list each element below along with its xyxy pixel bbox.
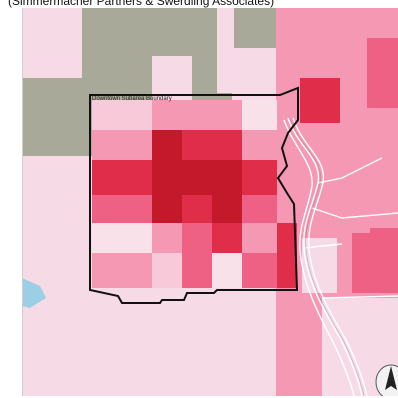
grid-cell [92,253,152,288]
grid-cell [242,160,277,195]
water-body [22,278,46,308]
grid-cell [152,130,182,160]
gray-block-top-right [234,8,279,48]
grid-cell [152,160,182,195]
grid-cell [242,100,277,130]
pale-block-top-center [152,56,192,101]
pale-area-bottom-center [92,293,277,396]
pale-area-top-left-corner [22,8,82,78]
highway-outline-dark [289,117,365,396]
grid-cell [212,195,242,223]
grid-cell [182,195,212,223]
pink-block-right-top [367,38,398,108]
grid-cell [152,195,182,223]
north-arrow-icon [374,360,398,396]
grid-cell [182,253,212,288]
grid-cell [182,130,242,160]
map-frame[interactable]: Downtown Subarea Boundary [22,8,398,396]
grid-cell [152,223,182,253]
grid-cell [92,160,152,195]
grid-cell [242,253,277,288]
grid-cell [152,100,212,130]
map-header-text: (Simmermacher Partners & Swerdling Assoc… [8,0,275,8]
grid-cell [182,223,212,253]
downtown-heat-grid [92,100,297,288]
grid-cell [92,223,152,253]
grid-cell [242,130,277,160]
highway-lines [283,117,398,396]
grid-cell [277,223,297,288]
grid-cell [212,223,242,253]
grid-cell [212,253,242,288]
grid-cell [212,100,242,130]
grid-cell [92,100,152,130]
grid-cell [182,160,242,195]
pink-block-nw-of-boundary [300,78,340,123]
downtown-subarea-boundary [89,86,299,304]
pink-strip-bottom-right [276,293,322,396]
grid-cell [242,195,277,223]
map-canvas [22,8,398,396]
pink-block-right-mid2 [352,233,377,293]
pale-area-bottom-left [22,156,92,396]
grid-cell [152,253,182,288]
grid-cell [242,223,277,253]
grid-cell [92,195,152,223]
boundary-label: Downtown Subarea Boundary [92,96,172,102]
gray-block-left-mid [22,96,92,156]
grid-cell [92,130,152,160]
